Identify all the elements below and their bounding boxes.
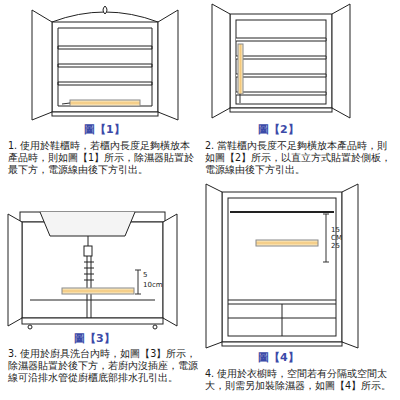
line-art xyxy=(256,240,318,246)
dimension-label: 15 xyxy=(331,227,340,234)
line-art xyxy=(206,184,222,348)
line-art xyxy=(58,82,152,85)
dimension-label: 25 xyxy=(331,243,340,250)
line-art xyxy=(58,28,152,29)
line-art xyxy=(236,74,326,77)
caption-text: 3. 使用於廚具洗台內時，如圖【3】所示，除濕器貼置於後下方，若廚內沒插座，電源… xyxy=(8,348,198,384)
line-art xyxy=(58,46,152,49)
line-art xyxy=(323,262,329,263)
dimension-label: 5 xyxy=(143,272,147,279)
shoe-cabinet-2 xyxy=(212,4,350,118)
line-art xyxy=(87,256,88,318)
line-art xyxy=(282,304,283,336)
line-art xyxy=(342,184,358,348)
line-art xyxy=(62,288,134,294)
line-art xyxy=(84,274,94,275)
line-art xyxy=(70,100,140,106)
line-art xyxy=(28,325,32,329)
line-art xyxy=(236,92,326,95)
line-art xyxy=(84,262,94,263)
line-art xyxy=(30,300,155,301)
line-art xyxy=(323,214,329,215)
line-art xyxy=(8,214,22,326)
line-art xyxy=(84,246,92,256)
line-art xyxy=(236,56,326,59)
line-art xyxy=(103,6,107,14)
line-art xyxy=(135,294,141,295)
line-art xyxy=(52,12,158,112)
line-art xyxy=(32,10,52,120)
line-art xyxy=(228,300,336,301)
sink-cabinet-3 xyxy=(8,212,177,329)
line-art xyxy=(240,94,241,103)
line-art xyxy=(135,270,141,271)
figure-label: 圖【3】 xyxy=(74,331,115,346)
shoe-cabinet-1 xyxy=(32,6,178,120)
line-art xyxy=(52,22,158,112)
line-art xyxy=(222,192,342,342)
line-art xyxy=(326,214,327,262)
wardrobe-4 xyxy=(206,184,358,348)
caption-text: 1. 使用於鞋櫃時，若櫃內長度足夠橫放本產品時，則如圖【1】所示，除濕器貼置於最… xyxy=(8,140,198,176)
line-art xyxy=(238,44,243,94)
dimension-label: CM xyxy=(331,235,342,242)
line-art xyxy=(84,268,94,269)
line-art xyxy=(236,20,326,104)
caption-text: 2. 當鞋櫃內長度不足夠橫放本產品時，則如圖【2】所示，以直立方式貼置於側板，電… xyxy=(205,140,395,176)
line-art xyxy=(91,256,92,318)
line-art xyxy=(236,38,326,41)
line-art xyxy=(222,342,342,346)
line-art xyxy=(332,4,350,118)
line-art xyxy=(88,236,89,246)
line-art xyxy=(138,270,139,294)
line-art xyxy=(153,325,157,329)
figure-label: 圖【4】 xyxy=(258,350,299,365)
line-art xyxy=(58,64,152,67)
line-art xyxy=(158,10,178,120)
figure-label: 圖【2】 xyxy=(258,122,299,137)
line-art xyxy=(230,14,332,108)
line-art xyxy=(22,318,163,324)
line-art xyxy=(228,198,336,336)
line-art xyxy=(230,211,334,213)
line-art xyxy=(58,28,59,106)
line-art xyxy=(52,112,158,116)
line-art xyxy=(152,28,153,106)
line-art xyxy=(62,103,70,104)
line-art xyxy=(40,212,135,236)
line-art xyxy=(212,4,230,118)
dimension-label: 10cm xyxy=(143,282,163,289)
line-art xyxy=(84,280,94,281)
caption-text: 4. 使用於衣櫥時，空間若有分隔或空間太大，則需另加裝除濕器，如圖【4】所示。 xyxy=(205,368,395,392)
line-art xyxy=(163,214,177,326)
figure-label: 圖【1】 xyxy=(84,122,125,137)
line-art xyxy=(230,108,332,112)
